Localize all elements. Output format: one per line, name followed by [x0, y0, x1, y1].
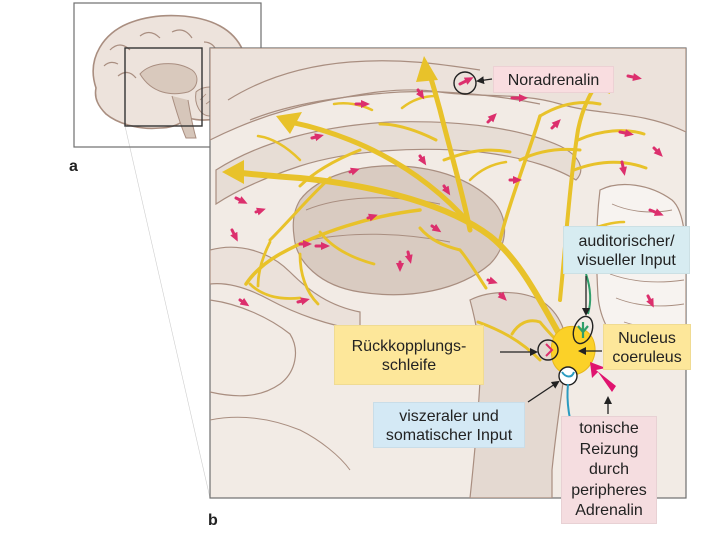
tonic-input-arrow	[590, 362, 616, 392]
label-feedback-loop: Rückkopplungs- schleife	[334, 325, 484, 385]
label-tonic-stimulation: tonische Reizung durch peripheres Adrena…	[561, 416, 657, 524]
label-nucleus-coeruleus: Nucleus coeruleus	[603, 324, 691, 370]
label-visceral-somatic-input: viszeraler und somatischer Input	[373, 402, 525, 448]
label-noradrenalin: Noradrenalin	[493, 66, 614, 93]
label-auditory-visual-input: auditorischer/ visueller Input	[563, 226, 690, 274]
fiber-lower	[244, 208, 422, 286]
panel-label-b: b	[208, 512, 218, 529]
receptor-arrows	[230, 73, 664, 308]
fiber-trunk	[229, 169, 571, 353]
overview-zoom-box	[124, 47, 203, 127]
noradrenalin-release-circle	[453, 71, 477, 95]
nucleus-coeruleus	[537, 273, 616, 437]
panel-label-a: a	[69, 158, 78, 175]
noradrenergic-fibers	[229, 67, 648, 362]
pointer-arrows	[476, 76, 612, 414]
fiber-top	[425, 67, 473, 233]
fiber-upper-left	[287, 119, 473, 227]
